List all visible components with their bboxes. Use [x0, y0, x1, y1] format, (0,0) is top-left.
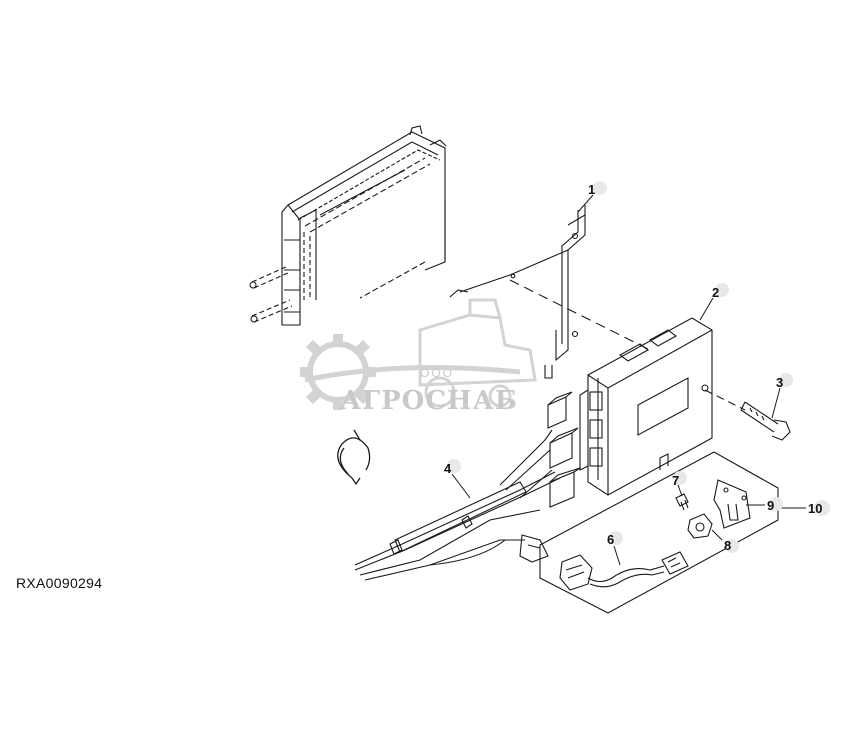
- callout-label-10: 10: [808, 501, 822, 516]
- cab-frame-panel: [249, 125, 447, 326]
- pigtail-harness-item-6: [559, 551, 689, 591]
- nut-item-8: [687, 513, 713, 539]
- callout-label-9: 9: [767, 498, 774, 513]
- watermark-logo: ООО АГРОСНАБ: [300, 298, 537, 416]
- watermark-harvester: [418, 298, 537, 408]
- wiring-harness-item-4: [354, 391, 581, 581]
- callout-4: 4: [444, 459, 461, 476]
- callout-label-8: 8: [724, 538, 731, 553]
- callout-2: 2: [712, 283, 729, 300]
- callout-3: 3: [776, 373, 793, 390]
- callout-label-6: 6: [607, 532, 614, 547]
- figure-reference-code: RXA0090294: [16, 575, 103, 591]
- callout-10: 10: [808, 500, 830, 516]
- callout-label-4: 4: [444, 461, 452, 476]
- callout-6: 6: [607, 531, 623, 547]
- callout-label-1: 1: [588, 182, 595, 197]
- callout-label-2: 2: [712, 285, 719, 300]
- plate-item-9: [713, 479, 751, 529]
- control-module-item-2: [579, 317, 713, 496]
- callout-9: 9: [767, 497, 783, 513]
- callout-1: 1: [588, 181, 607, 197]
- kit-outline: [539, 451, 779, 614]
- callout-label-7: 7: [672, 473, 679, 488]
- screw-item-7: [675, 493, 689, 511]
- bracket-item-1: [449, 205, 586, 379]
- alignment-line-bolt: [704, 389, 746, 411]
- alignment-line-bracket: [509, 279, 651, 351]
- bolt-item-3: [740, 401, 791, 441]
- callout-7: 7: [672, 471, 687, 488]
- leader-lines: [451, 194, 806, 566]
- hose-clip: [337, 429, 371, 486]
- watermark-prefix: ООО: [420, 366, 454, 380]
- callout-8: 8: [724, 538, 739, 553]
- callout-label-3: 3: [776, 375, 783, 390]
- watermark-swoosh: [304, 365, 521, 383]
- watermark-brand: АГРОСНАБ: [340, 386, 518, 416]
